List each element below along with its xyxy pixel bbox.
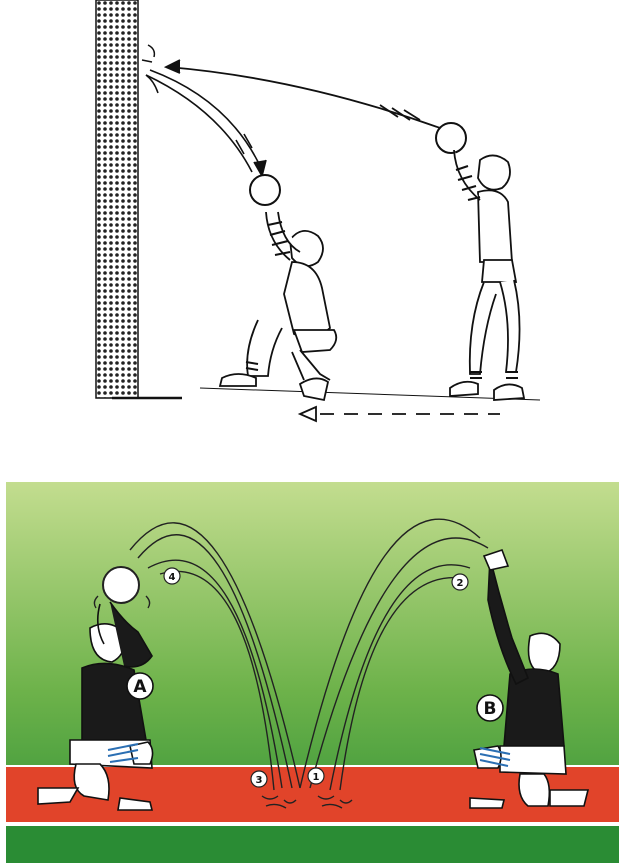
- standing-player-stripes: [455, 165, 518, 379]
- ball: [102, 566, 140, 604]
- pass-label-2: 2: [451, 573, 469, 591]
- movement-arrow: [297, 405, 500, 423]
- ball-catcher: [249, 174, 281, 206]
- player-a-badge: [126, 672, 154, 700]
- bottom-illustration: 4 2 3 1 A: [6, 482, 619, 863]
- standing-player: [449, 149, 526, 401]
- top-illustration: [95, 0, 541, 423]
- pass-label-4: 4: [163, 567, 181, 585]
- rebound-arrow: [145, 69, 267, 179]
- throw-arrow: [163, 59, 441, 129]
- bounce-marks: [261, 795, 353, 809]
- player-b-badge: [476, 694, 504, 722]
- player-b-knee-stripes: [479, 747, 511, 767]
- kneeling-player: [218, 211, 338, 402]
- kneeling-player-stripes: [245, 221, 291, 371]
- wall: [95, 0, 139, 399]
- pass-number-4: 4: [169, 572, 176, 583]
- pass-label-1: 1: [307, 767, 325, 785]
- player-b: [469, 548, 590, 809]
- lower-field: [6, 826, 619, 863]
- player-b-label: B: [484, 699, 497, 719]
- player-a: [37, 601, 154, 811]
- pass-number-2: 2: [457, 578, 464, 589]
- bounce-trajectories: [129, 518, 489, 791]
- pass-number-3: 3: [256, 775, 263, 786]
- wall-impact-marks: [141, 44, 159, 94]
- ball-thrower: [435, 122, 467, 154]
- player-a-label: A: [133, 677, 147, 697]
- pass-number-1: 1: [313, 772, 320, 783]
- pass-label-3: 3: [250, 770, 268, 788]
- floor-line-right: [199, 387, 541, 401]
- ball-motion-marks: [93, 595, 151, 609]
- player-a-knee-stripes: [107, 743, 139, 763]
